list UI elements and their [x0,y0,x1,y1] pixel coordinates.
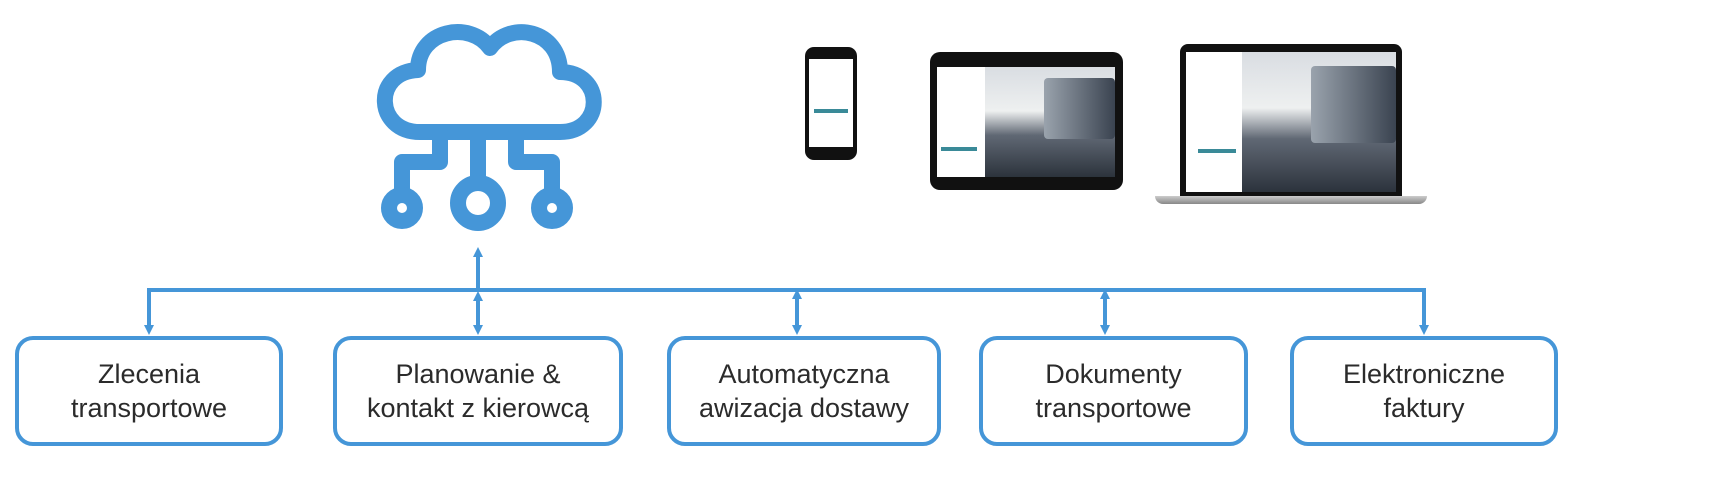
module-dokumenty: Dokumenty transportowe [979,336,1248,446]
module-label-line2: transportowe [70,393,228,423]
module-label-line2: faktury [1383,393,1465,423]
tablet-device [930,52,1123,190]
laptop-device [1180,44,1402,196]
module-faktury: Elektroniczne faktury [1290,336,1558,446]
cloud-network-icon [376,24,602,231]
laptop-base [1155,196,1427,204]
module-label-line1: Dokumenty [1045,359,1182,389]
bus-line [144,288,1429,335]
module-zlecenia: Zlecenia transportowe [15,336,283,446]
module-label-line1: Planowanie & [395,359,561,389]
module-label-line1: Elektroniczne [1342,359,1506,389]
module-label-line2: kontakt z kierowcą [366,393,590,423]
module-planowanie: Planowanie & kontakt z kierowcą [333,336,623,446]
module-label-line1: Automatyczna [718,359,890,389]
smartphone-device [805,47,857,160]
module-awizacja: Automatyczna awizacja dostawy [667,336,941,446]
module-label-line2: transportowe [1035,393,1192,423]
module-label-line2: awizacja dostawy [698,393,910,423]
module-label-line1: Zlecenia [97,359,201,389]
